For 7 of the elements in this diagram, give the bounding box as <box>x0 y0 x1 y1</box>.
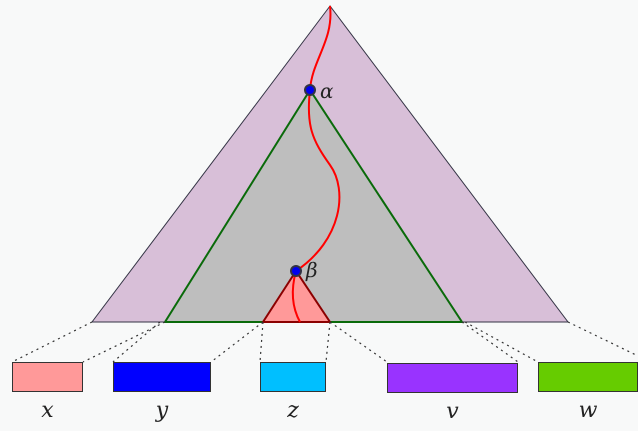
bar-label: y <box>156 400 168 422</box>
bar-label: v <box>446 401 459 423</box>
point-label: α <box>320 81 334 101</box>
point-label: β <box>306 260 318 280</box>
bar-label: x <box>41 400 54 422</box>
bar-label: w <box>578 400 598 422</box>
bar-label: z <box>287 400 299 422</box>
